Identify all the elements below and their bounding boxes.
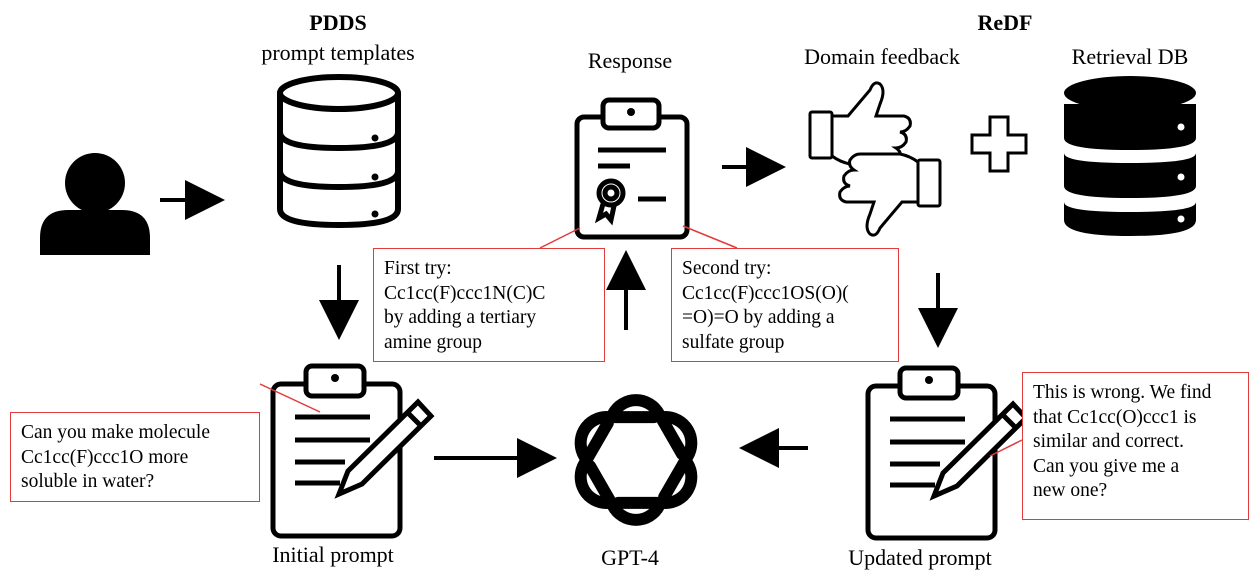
- gpt4-label: GPT-4: [601, 545, 659, 570]
- second-try-line: =O)=O by adding a: [682, 307, 835, 328]
- updated-prompt-label: Updated prompt: [848, 545, 992, 570]
- user-query-line: Cc1cc(F)ccc1O more: [21, 446, 189, 468]
- pdds-title: PDDS: [309, 10, 367, 35]
- user-icon: [40, 153, 150, 255]
- first-try-line: First try:: [384, 258, 452, 279]
- thumbs-down-icon: [838, 152, 942, 237]
- response-label: Response: [587, 48, 673, 73]
- feedback-line: that Cc1cc(O)ccc1 is: [1033, 406, 1197, 428]
- second-try-callout: Second try: Cc1cc(F)ccc1OS(O)( =O)=O by …: [671, 248, 899, 362]
- user-query-line: soluble in water?: [21, 471, 155, 492]
- gpt4-logo-icon: [574, 394, 698, 526]
- thumbs-up-icon: [808, 81, 912, 166]
- initial-prompt-label: Initial prompt: [272, 542, 394, 567]
- plus-icon: [970, 115, 1028, 173]
- connector-user-query: [259, 383, 321, 413]
- clipboard-icon-initial: [270, 363, 435, 539]
- feedback-line: similar and correct.: [1033, 431, 1185, 452]
- domain-feedback-label: Domain feedback: [804, 44, 960, 69]
- retrieval-db-label: Retrieval DB: [1071, 44, 1189, 69]
- connector-second-try: [682, 225, 738, 249]
- first-try-line: amine group: [384, 331, 483, 353]
- second-try-line: Cc1cc(F)ccc1OS(O)(: [682, 282, 849, 304]
- user-query-line: Can you make molecule: [21, 422, 210, 443]
- second-try-line: sulfate group: [682, 331, 785, 353]
- redf-title: ReDF: [977, 10, 1033, 35]
- database-icon-pdds: [277, 74, 401, 229]
- clipboard-icon-response: [574, 97, 690, 240]
- first-try-line: Cc1cc(F)ccc1N(C)C: [384, 282, 546, 304]
- connector-first-try: [539, 227, 581, 249]
- connector-feedback: [989, 439, 1023, 457]
- feedback-line: This is wrong. We find: [1033, 382, 1212, 403]
- first-try-callout: First try: Cc1cc(F)ccc1N(C)C by adding a…: [373, 248, 605, 362]
- database-icon-retrieval: [1064, 76, 1196, 236]
- feedback-callout: This is wrong. We find that Cc1cc(O)ccc1…: [1022, 372, 1249, 520]
- feedback-line: Can you give me a: [1033, 455, 1180, 477]
- user-query-callout: Can you make molecule Cc1cc(F)ccc1O more…: [10, 412, 260, 502]
- pdds-subtitle: prompt templates: [261, 40, 415, 65]
- second-try-line: Second try:: [682, 258, 772, 279]
- first-try-line: by adding a tertiary: [384, 307, 537, 328]
- feedback-line: new one?: [1033, 480, 1108, 501]
- clipboard-icon-updated: [865, 365, 1030, 541]
